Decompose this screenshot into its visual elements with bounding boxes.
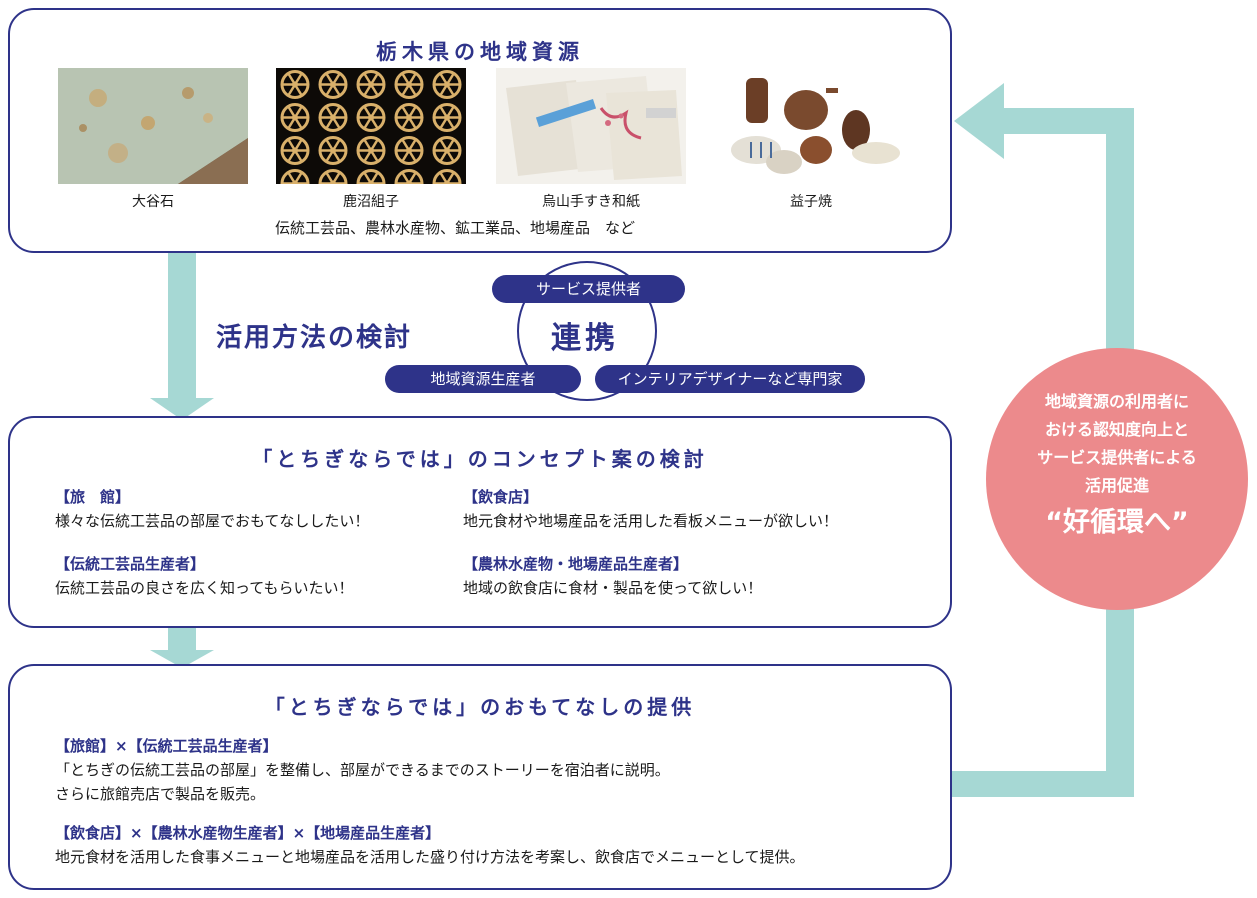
feedback-loop-arrow <box>952 83 1134 797</box>
concept-head-agri-producer: 【農林水産物・地場産品生産者】 <box>463 555 689 573</box>
provision-line-1a: 「とちぎの伝統工芸品の部屋」を整備し、部屋ができるまでのストーリーを宿泊者に説明… <box>55 761 670 779</box>
provision-head-1: 【旅館】×【伝統工芸品生産者】 <box>55 737 278 755</box>
pill-resource-producer: 地域資源生産者 <box>385 365 581 393</box>
arrow-down-2 <box>150 628 214 668</box>
pill-service-provider: サービス提供者 <box>492 275 685 303</box>
mashiko-pottery-photo <box>716 68 906 184</box>
cycle-circle: 地域資源の利用者に おける認知度向上と サービス提供者による 活用促進 “好循環… <box>986 348 1248 610</box>
cycle-line-3: サービス提供者による <box>1037 448 1197 467</box>
collab-center-label: 連携 <box>551 321 619 356</box>
arrow-down-1 <box>150 252 214 420</box>
caption-kanuma-kumiko: 鹿沼組子 <box>343 194 399 210</box>
method-label: 活用方法の検討 <box>216 323 413 353</box>
concept-text-agri-producer: 地域の飲食店に食材・製品を使って欲しい！ <box>463 579 763 597</box>
concept-box: 「とちぎならでは」のコンセプト案の検討 <box>8 416 952 628</box>
caption-oya-stone: 大谷石 <box>132 194 174 210</box>
concept-head-crafts-producer: 【伝統工芸品生産者】 <box>55 555 206 573</box>
caption-karasuyama-washi: 烏山手すき和紙 <box>542 194 640 210</box>
concept-text-restaurant: 地元食材や地場産品を活用した看板メニューが欲しい！ <box>463 512 839 530</box>
cycle-line-2: おける認知度向上と <box>1044 420 1189 439</box>
concept-head-restaurant: 【飲食店】 <box>463 488 539 506</box>
concept-text-crafts-producer: 伝統工芸品の良さを広く知ってもらいたい！ <box>55 579 354 597</box>
cycle-emphasis: “好循環へ” <box>1045 507 1189 538</box>
provision-box: 「とちぎならでは」のおもてなしの提供 <box>8 664 952 890</box>
cycle-line-1: 地域資源の利用者に <box>1044 392 1189 411</box>
concept-title: 「とちぎならでは」のコンセプト案の検討 <box>252 447 708 471</box>
oya-stone-photo <box>58 68 248 184</box>
karasuyama-washi-photo <box>496 68 686 184</box>
resources-title: 栃木県の地域資源 <box>376 40 584 64</box>
concept-text-ryokan: 様々な伝統工芸品の部屋でおもてなししたい！ <box>55 512 370 530</box>
provision-line-1b: さらに旅館売店で製品を販売。 <box>55 785 266 803</box>
provision-head-2: 【飲食店】×【農林水産物生産者】×【地場産品生産者】 <box>55 824 441 842</box>
concept-head-ryokan: 【旅 館】 <box>55 488 131 506</box>
cycle-line-4: 活用促進 <box>1084 476 1149 495</box>
kanuma-kumiko-photo <box>276 68 466 184</box>
caption-mashiko-pottery: 益子焼 <box>790 194 832 210</box>
provision-line-2a: 地元食材を活用した食事メニューと地場産品を活用した盛り付け方法を考案し、飲食店で… <box>55 848 805 866</box>
resources-subtitle: 伝統工芸品、農林水産物、鉱工業品、地場産品 など <box>275 219 636 237</box>
pill-interior-designer: インテリアデザイナーなど専門家 <box>595 365 865 393</box>
provision-title: 「とちぎならでは」のおもてなしの提供 <box>264 695 696 719</box>
